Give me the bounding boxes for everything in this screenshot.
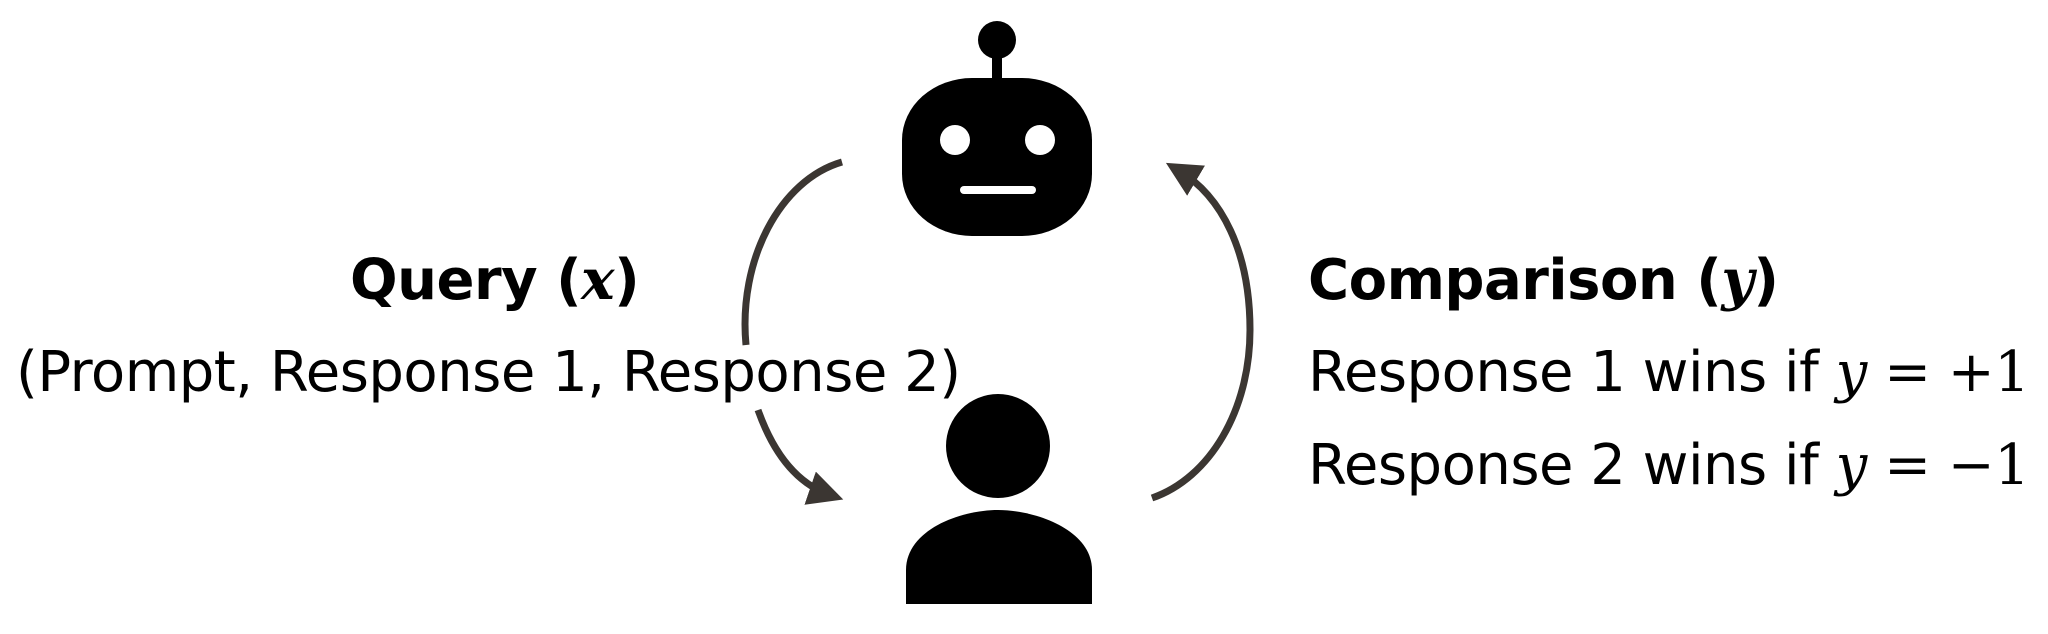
outcome-variable: y bbox=[1835, 340, 1868, 405]
outcome-value: +1 bbox=[1947, 340, 2030, 405]
comparison-title: Comparison (y) bbox=[1308, 247, 1779, 313]
query-variable: x bbox=[581, 247, 615, 313]
robot-icon bbox=[902, 21, 1092, 236]
right-arrow bbox=[1150, 162, 1254, 502]
query-title-text: Query bbox=[350, 248, 538, 313]
outcome-operator: = bbox=[1884, 340, 1931, 405]
left-arrow bbox=[741, 158, 844, 505]
comparison-title-text: Comparison bbox=[1308, 248, 1678, 313]
outcome-variable: y bbox=[1835, 433, 1868, 498]
outcome-value: −1 bbox=[1947, 433, 2030, 498]
person-icon bbox=[906, 394, 1092, 604]
outcome-row-2: Response 2 wins if y = −1 bbox=[1308, 438, 2030, 494]
outcome-operator: = bbox=[1884, 433, 1931, 498]
query-title: Query (x) bbox=[350, 247, 640, 313]
outcome-text: Response 2 wins if bbox=[1308, 433, 1819, 498]
comparison-variable: y bbox=[1721, 247, 1754, 313]
query-detail: (Prompt, Response 1, Response 2) bbox=[16, 340, 961, 405]
outcome-text: Response 1 wins if bbox=[1308, 340, 1819, 405]
outcome-row-1: Response 1 wins if y = +1 bbox=[1308, 345, 2030, 401]
